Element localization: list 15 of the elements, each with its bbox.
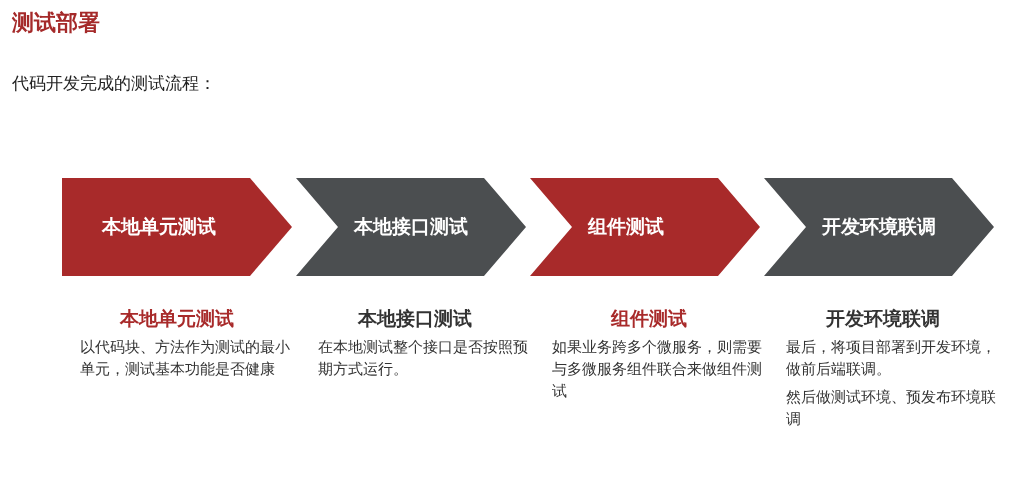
step-description: 最后，将项目部署到开发环境，做前后端联调。: [786, 338, 997, 379]
step-heading: 本地单元测试: [118, 306, 235, 331]
page-title: 测试部署: [12, 9, 100, 37]
subtitle: 代码开发完成的测试流程：: [12, 72, 216, 95]
step-label: 开发环境联调: [822, 214, 936, 239]
step-heading: 组件测试: [610, 306, 688, 331]
step-heading: 开发环境联调: [825, 306, 941, 331]
step-description: 如果业务跨多个微服务，则需要与多微服务组件联合来做组件测试: [552, 338, 763, 401]
step-description: 以代码块、方法作为测试的最小单元，测试基本功能是否健康: [80, 338, 291, 379]
step-description: 然后做测试环境、预发布环境联调: [786, 388, 997, 429]
step-label: 组件测试: [588, 214, 664, 239]
step-label: 本地接口测试: [354, 214, 468, 239]
step-label: 本地单元测试: [102, 214, 216, 239]
step-heading: 本地接口测试: [356, 306, 473, 331]
step-description: 在本地测试整个接口是否按照预期方式运行。: [318, 338, 529, 379]
